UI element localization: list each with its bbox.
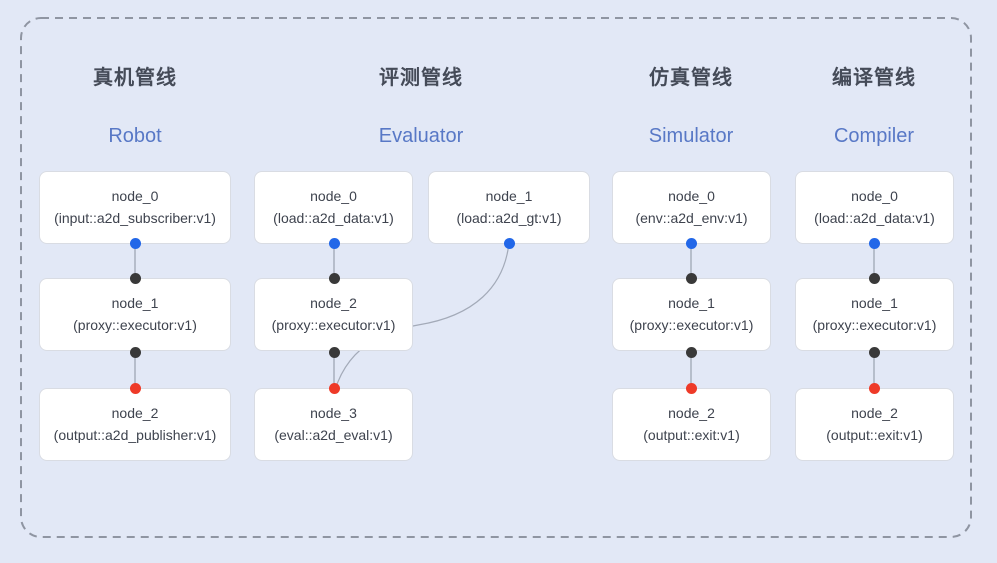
pipeline-title-zh-simulator: 仿真管线 [649, 67, 733, 89]
connection-curve-gt-to-eval [335, 242, 510, 388]
input-port-dot-black [685, 272, 697, 284]
node-type: (proxy::executor:v1) [812, 317, 937, 333]
node-box-evaluator-node0: node_0 (load::a2d_data:v1) [254, 171, 413, 244]
output-port-dot-black [129, 346, 141, 358]
output-port-dot-black [868, 346, 880, 358]
input-port-dot-black [328, 272, 340, 284]
node-name: node_2 [111, 405, 159, 421]
pipeline-title-zh-robot: 真机管线 [93, 67, 177, 89]
node-name: node_0 [668, 188, 715, 204]
input-port-dot-red [328, 382, 340, 394]
node-box-simulator-node2: node_2 (output::exit:v1) [612, 388, 771, 461]
output-port-dot-blue [328, 237, 340, 249]
pipeline-title-zh-compiler: 编译管线 [832, 67, 916, 89]
node-box-robot-node2: node_2 (output::a2d_publisher:v1) [39, 388, 231, 461]
output-port-dot-black [328, 346, 340, 358]
node-name: node_3 [310, 405, 357, 421]
pipeline-title-en-robot: Robot [108, 125, 162, 147]
pipeline-title-zh-evaluator: 评测管线 [379, 67, 463, 89]
node-name: node_2 [851, 405, 898, 421]
input-port-dot-red [868, 382, 880, 394]
node-type: (load::a2d_data:v1) [273, 210, 394, 226]
node-box-robot-node0: node_0 (input::a2d_subscriber:v1) [39, 171, 231, 244]
dashed-frame [20, 17, 972, 538]
node-type: (output::exit:v1) [643, 427, 740, 443]
node-name: node_0 [111, 188, 159, 204]
output-port-dot-black [685, 346, 697, 358]
node-box-simulator-node0: node_0 (env::a2d_env:v1) [612, 171, 771, 244]
input-port-dot-red [129, 382, 141, 394]
node-type: (proxy::executor:v1) [629, 317, 754, 333]
node-name: node_1 [851, 295, 898, 311]
node-type: (env::a2d_env:v1) [635, 210, 748, 226]
node-type: (output::a2d_publisher:v1) [53, 427, 217, 443]
input-port-dot-black [129, 272, 141, 284]
pipeline-title-en-compiler: Compiler [833, 125, 915, 147]
node-name: node_1 [111, 295, 159, 311]
node-type: (output::exit:v1) [826, 427, 923, 443]
node-name: node_1 [485, 188, 533, 204]
node-box-compiler-node2: node_2 (output::exit:v1) [795, 388, 954, 461]
node-name: node_1 [668, 295, 715, 311]
output-port-dot-blue [129, 237, 141, 249]
node-box-evaluator-node2: node_2 (proxy::executor:v1) [254, 278, 413, 351]
input-port-dot-black [868, 272, 880, 284]
node-name: node_2 [668, 405, 715, 421]
output-port-dot-blue [503, 237, 515, 249]
node-name: node_0 [310, 188, 357, 204]
node-type: (load::a2d_data:v1) [814, 210, 935, 226]
node-name: node_2 [310, 295, 357, 311]
node-type: (proxy::executor:v1) [271, 317, 396, 333]
output-port-dot-blue [868, 237, 880, 249]
node-type: (proxy::executor:v1) [73, 317, 197, 333]
output-port-dot-blue [685, 237, 697, 249]
node-box-robot-node1: node_1 (proxy::executor:v1) [39, 278, 231, 351]
node-type: (load::a2d_gt:v1) [456, 210, 562, 226]
node-type: (eval::a2d_eval:v1) [274, 427, 393, 443]
node-type: (input::a2d_subscriber:v1) [54, 210, 216, 226]
node-box-compiler-node0: node_0 (load::a2d_data:v1) [795, 171, 954, 244]
node-box-simulator-node1: node_1 (proxy::executor:v1) [612, 278, 771, 351]
node-box-evaluator-node3: node_3 (eval::a2d_eval:v1) [254, 388, 413, 461]
pipeline-title-en-simulator: Simulator [648, 125, 734, 147]
node-name: node_0 [851, 188, 898, 204]
input-port-dot-red [685, 382, 697, 394]
node-box-compiler-node1: node_1 (proxy::executor:v1) [795, 278, 954, 351]
pipeline-title-en-evaluator: Evaluator [378, 125, 464, 147]
node-box-evaluator-node1: node_1 (load::a2d_gt:v1) [428, 171, 590, 244]
